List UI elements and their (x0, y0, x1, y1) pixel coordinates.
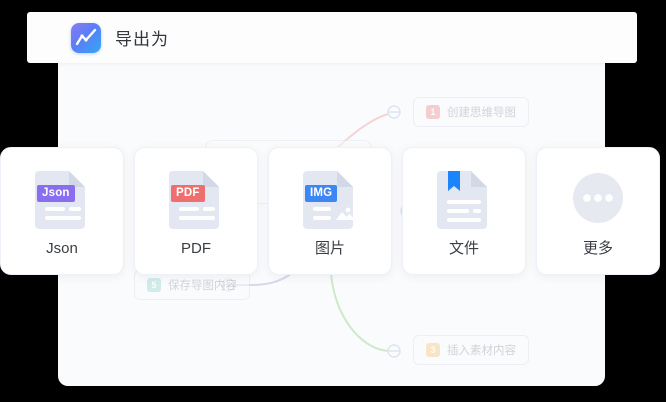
export-options-list: Json Json PDF PDF (0, 147, 666, 275)
mindmap-node-create: 1 创建思维导图 (413, 97, 529, 127)
export-card-label: 图片 (314, 239, 345, 257)
export-card-more[interactable]: 更多 (536, 147, 660, 275)
export-dialog-header: 导出为 (27, 12, 637, 63)
export-card-label: PDF (181, 239, 211, 257)
mindmap-node-save: 5 保存导图内容 (134, 270, 250, 300)
mindmap-node-label: 保存导图内容 (168, 280, 237, 292)
mindmap-node-insert: 3 插入素材内容 (413, 335, 529, 365)
ellipsis-circle-icon (571, 167, 625, 229)
mindmap-node-badge: 5 (147, 278, 161, 292)
image-document-icon: IMG (303, 167, 357, 229)
export-card-label: 更多 (582, 239, 613, 257)
page-title: 导出为 (115, 30, 169, 49)
pdf-document-icon: PDF (169, 167, 223, 229)
format-badge: Json (37, 184, 75, 202)
export-card-file[interactable]: 文件 (402, 147, 526, 275)
format-badge: IMG (305, 184, 338, 202)
mindmap-node-badge: 3 (426, 343, 440, 357)
format-badge: PDF (171, 184, 205, 202)
bookmarked-document-icon (437, 167, 491, 229)
mindmap-node-badge: 1 (426, 105, 440, 119)
export-card-label: 文件 (448, 239, 479, 257)
export-card-json[interactable]: Json Json (0, 147, 124, 275)
mindmap-node-label: 插入素材内容 (447, 345, 516, 357)
mindmap-node-label: 创建思维导图 (447, 107, 516, 119)
export-card-pdf[interactable]: PDF PDF (134, 147, 258, 275)
json-document-icon: Json (35, 167, 89, 229)
export-card-image[interactable]: IMG 图片 (268, 147, 392, 275)
export-card-label: Json (46, 239, 78, 257)
line-chart-app-icon (71, 22, 101, 53)
